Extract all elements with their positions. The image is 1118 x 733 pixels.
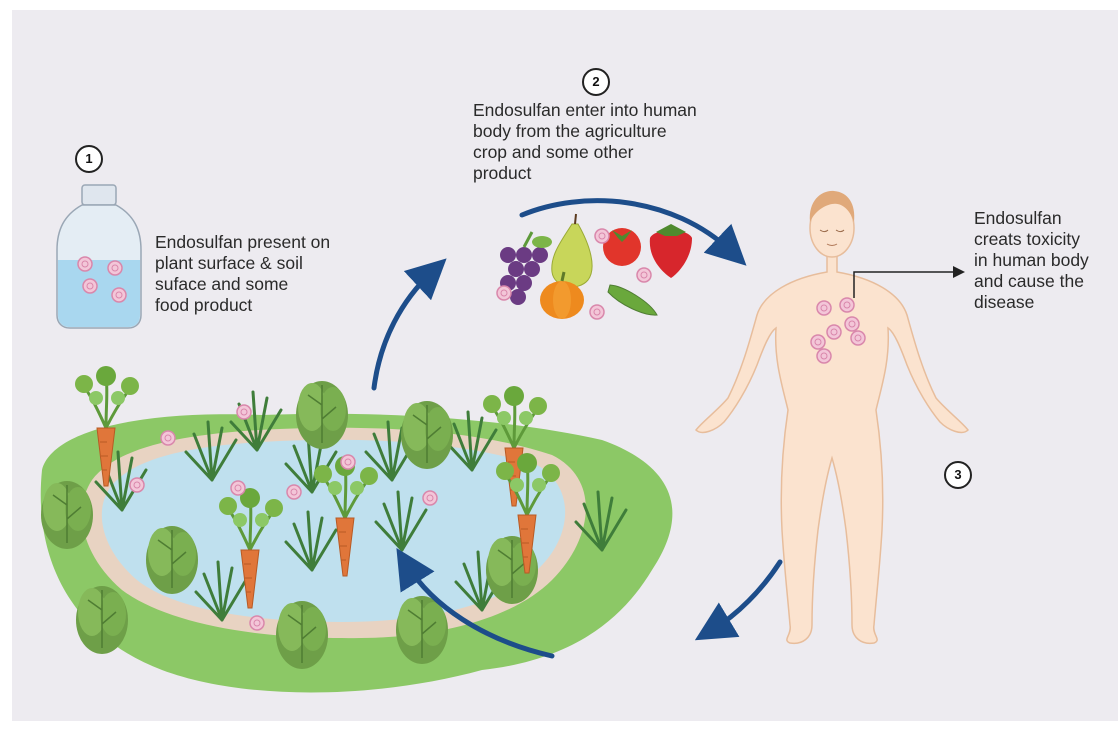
crop-field-icon: [41, 366, 673, 693]
fruit-basket-icon: [497, 214, 692, 319]
human-figure-icon: [696, 191, 968, 643]
step-3-marker: 3: [944, 461, 972, 489]
step-1-text: Endosulfan present on plant surface & so…: [155, 232, 395, 316]
step-1-marker: 1: [75, 145, 103, 173]
diagram-canvas: 1 Endosulfan present on plant surface & …: [12, 10, 1118, 721]
step-2-text: Endosulfan enter into human body from th…: [473, 100, 773, 184]
step-3-text: Endosulfan creats toxicity in human body…: [974, 208, 1114, 313]
step-2-marker: 2: [582, 68, 610, 96]
bottle-icon: [57, 185, 141, 328]
